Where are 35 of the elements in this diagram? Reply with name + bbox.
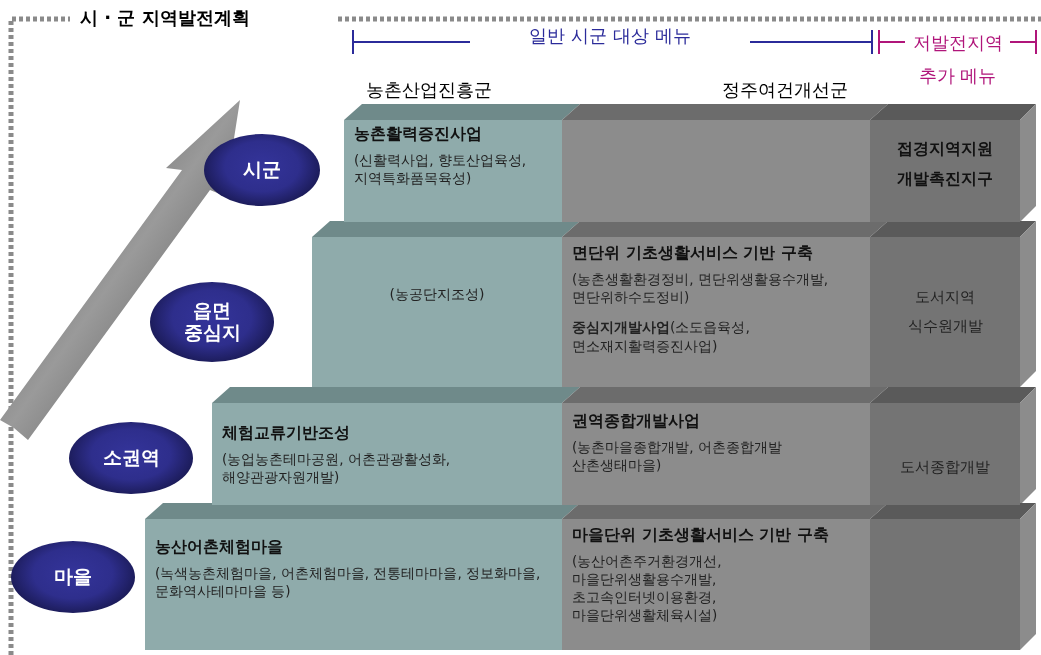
block-heading: 면단위 기초생활서비스 기반 구축 — [572, 243, 814, 264]
block-text: 중심지개발사업(소도읍육성, 면소재지활력증진사업) — [572, 318, 751, 356]
ellipse-label: 마을 — [54, 566, 92, 588]
step-block — [562, 519, 870, 650]
block-heading: 마을단위 기초생활서비스 기반 구축 — [572, 525, 830, 546]
step-block — [145, 519, 562, 650]
block-text: (녹색농촌체험마을, 어촌체험마을, 전통테마마을, 정보화마을, 문화역사테마마을 등) — [155, 563, 542, 601]
ellipse-label: 읍면 중심지 — [182, 300, 242, 344]
step-block — [870, 403, 1020, 505]
block-heading: 농산어촌체험마을 — [155, 537, 284, 558]
step-block — [312, 237, 562, 387]
step-block — [344, 120, 562, 222]
step-block — [212, 403, 562, 505]
column-header: 정주여건개선군 — [722, 78, 848, 102]
block-text: (농산어촌주거환경개선, 마을단위생활용수개발, 초고속인터넷이용환경, 마을단위생활체육시설) — [572, 551, 723, 625]
ellipse-label: 시군 — [243, 159, 281, 181]
step-block — [870, 237, 1020, 387]
step-block — [870, 120, 1020, 222]
block-text: 도서종합개발 — [899, 457, 991, 478]
step-block — [562, 237, 870, 387]
column-header: 농촌산업진흥군 — [366, 78, 492, 102]
block-heading: 권역종합개발사업 — [572, 411, 701, 432]
block-text: 도서지역 식수원개발 — [906, 287, 984, 337]
block-text: (신활력사업, 향토산업육성, 지역특화품목육성) — [354, 150, 528, 188]
step-block — [870, 519, 1020, 650]
ellipse-label: 소권역 — [102, 447, 160, 469]
block-text: (농업농촌테마공원, 어촌관광활성화, 해양관광자원개발) — [222, 449, 452, 487]
block-heading: 농촌활력증진사업 — [354, 124, 483, 145]
block-heading: 접경지역지원 개발촉진지구 — [896, 138, 994, 191]
block-text: (농촌생활환경정비, 면단위생활용수개발,면단위하수도정비) — [572, 269, 830, 307]
step-block — [562, 403, 870, 505]
step-block — [562, 120, 870, 222]
block-text: (농공단지조성) — [388, 285, 486, 304]
block-heading: 체험교류기반조성 — [222, 423, 351, 444]
block-text: (농촌마을종합개발, 어촌종합개발 산촌생태마을) — [572, 437, 783, 475]
